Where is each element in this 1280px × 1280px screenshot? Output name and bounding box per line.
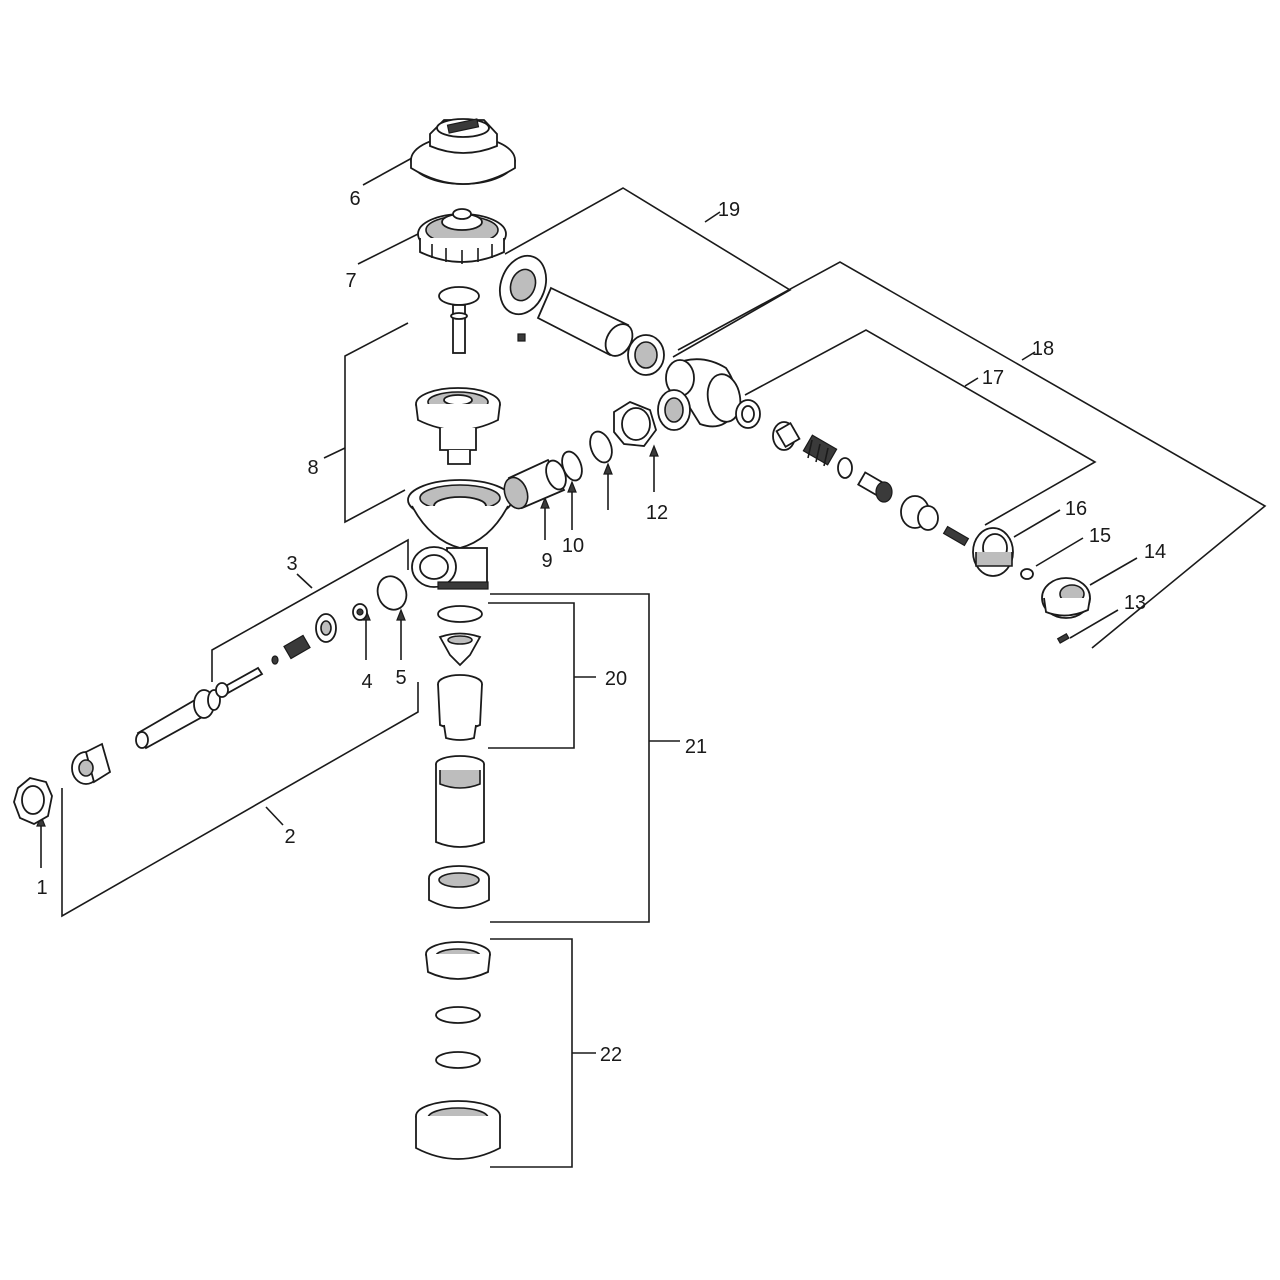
part-14-handle-grip (1041, 577, 1091, 619)
part-18-elbow (657, 358, 742, 431)
callout-18: 18 (1032, 338, 1054, 360)
callout-9: 9 (541, 550, 552, 572)
callout-7: 7 (345, 270, 356, 292)
callout-12: 12 (646, 502, 668, 524)
handle-spring (802, 434, 838, 467)
callout-3: 3 (286, 553, 297, 575)
part-7-inner-cover (417, 208, 507, 264)
part-2-adapter (71, 742, 112, 785)
callout-14: 14 (1144, 541, 1166, 563)
callout-16: 16 (1065, 498, 1087, 520)
callout-13: 13 (1124, 592, 1146, 614)
part-4-nut (352, 603, 368, 621)
part-3-stop-assembly (135, 613, 337, 750)
part-9-tailpiece (503, 458, 567, 510)
part-8-diaphragm (415, 387, 501, 465)
leader-lines (36, 157, 1267, 1168)
callout-labels: 1 2 3 4 5 6 7 8 9 10 12 13 14 15 16 17 1… (36, 188, 1166, 1066)
part-1-nut (13, 777, 53, 826)
part-12-coupling-nut (613, 400, 657, 447)
part-ring-11 (589, 430, 613, 464)
part-21-coupling-nut (428, 865, 490, 909)
part-6-cap (410, 118, 516, 185)
valve-body (407, 479, 513, 590)
callout-6: 6 (349, 188, 360, 210)
callout-8: 8 (307, 457, 318, 479)
part-20-vacuum-breaker-kit (437, 605, 483, 741)
part-16-handle-coupling (972, 527, 1014, 577)
part-7-ribs (431, 244, 493, 264)
part-17-handle-assembly (735, 399, 970, 547)
part-15-fastener (1020, 568, 1034, 580)
callout-2: 2 (284, 826, 295, 848)
part-8-plunger (438, 286, 480, 354)
callout-19: 19 (718, 199, 740, 221)
callout-4: 4 (361, 671, 372, 693)
callout-22: 22 (600, 1044, 622, 1066)
callout-15: 15 (1089, 525, 1111, 547)
part-19-flange-assembly (499, 254, 665, 376)
part-13-set-screw (1056, 632, 1070, 644)
callout-1: 1 (36, 877, 47, 899)
part-5-o-ring (376, 575, 408, 611)
callout-10: 10 (562, 535, 584, 557)
part-21-tube (435, 755, 485, 848)
callout-5: 5 (395, 667, 406, 689)
callout-17: 17 (982, 367, 1004, 389)
part-22-spud-kit (415, 941, 501, 1160)
callout-21: 21 (685, 736, 707, 758)
callout-20: 20 (605, 668, 627, 690)
